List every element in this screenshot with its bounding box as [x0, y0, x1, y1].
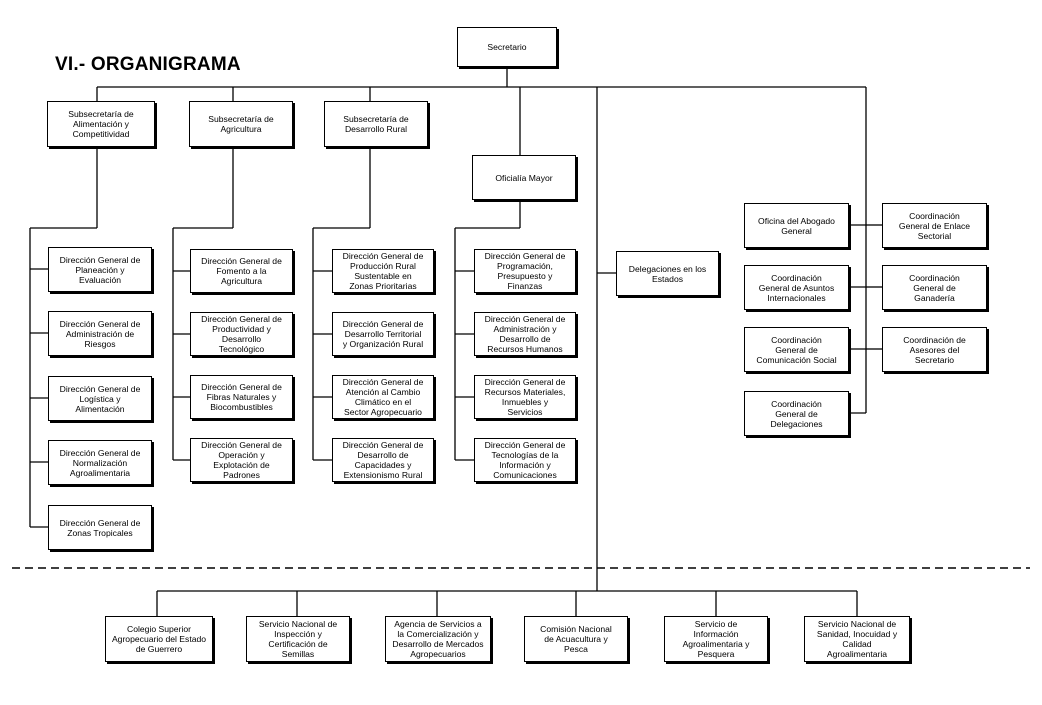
coordinacion-box: Oficina del Abogado General — [744, 203, 849, 248]
direccion-label: Dirección General de Zonas Tropicales — [59, 517, 141, 538]
coordinacion-label: Coordinación General de Comunicación Soc… — [756, 334, 837, 365]
organismo-label: Agencia de Servicios a la Comercializaci… — [392, 619, 484, 659]
direccion-label: Dirección General de Producción Rural Su… — [342, 251, 424, 291]
direccion-label: Dirección General de Administración y De… — [484, 314, 566, 354]
direccion-label: Dirección General de Fomento a la Agricu… — [201, 256, 282, 286]
coordinacion-box: Coordinación de Asesores del Secretario — [882, 327, 987, 372]
coordinacion-label: Coordinación General de Enlace Sectorial — [898, 210, 971, 241]
organismo-label: Colegio Superior Agropecuario del Estado… — [111, 624, 207, 654]
direccion-box: Dirección General de Zonas Tropicales — [48, 505, 152, 550]
direccion-label: Dirección General de Recursos Materiales… — [484, 377, 566, 417]
direccion-box: Dirección General de Tecnologías de la I… — [474, 438, 576, 482]
coordinacion-label: Oficina del Abogado General — [758, 215, 835, 236]
organismo-box: Servicio de Información Agroalimentaria … — [664, 616, 768, 662]
direccion-box: Dirección General de Administración y De… — [474, 312, 576, 356]
organismo-box: Comisión Nacional de Acuacultura y Pesca — [524, 616, 628, 662]
direccion-label: Dirección General de Productividad y Des… — [201, 314, 282, 354]
direccion-label: Dirección General de Planeación y Evalua… — [59, 254, 141, 285]
direccion-box: Dirección General de Desarrollo Territor… — [332, 312, 434, 356]
organismo-box: Servicio Nacional de Inspección y Certif… — [246, 616, 350, 662]
direccion-label: Dirección General de Administración de R… — [59, 318, 141, 349]
coordinacion-box: Coordinación General de Comunicación Soc… — [744, 327, 849, 372]
delegaciones-box: Delegaciones en los Estados — [616, 251, 719, 296]
subsecretaria-alimentacion-label: Subsecretaría de Alimentación y Competit… — [68, 109, 134, 139]
direccion-label: Dirección General de Desarrollo de Capac… — [342, 440, 424, 480]
direccion-label: Dirección General de Programación, Presu… — [484, 251, 566, 291]
subsecretaria-desarrollo-rural-box: Subsecretaría de Desarrollo Rural — [324, 101, 428, 147]
oficialia-mayor-box: Oficialía Mayor — [472, 155, 576, 200]
subsecretaria-alimentacion-box: Subsecretaría de Alimentación y Competit… — [47, 101, 155, 147]
subsecretaria-agricultura-label: Subsecretaría de Agricultura — [208, 114, 274, 134]
oficialia-mayor-label: Oficialía Mayor — [495, 172, 553, 183]
organismo-box: Agencia de Servicios a la Comercializaci… — [385, 616, 491, 662]
subsecretaria-desarrollo-rural-label: Subsecretaría de Desarrollo Rural — [343, 114, 409, 134]
direccion-box: Dirección General de Desarrollo de Capac… — [332, 438, 434, 482]
organismo-box: Colegio Superior Agropecuario del Estado… — [105, 616, 213, 662]
coordinacion-label: Coordinación General de Asuntos Internac… — [758, 272, 835, 303]
secretario-box: Secretario — [457, 27, 557, 67]
direccion-label: Dirección General de Normalización Agroa… — [59, 447, 141, 478]
organismo-label: Servicio Nacional de Inspección y Certif… — [258, 619, 338, 659]
direccion-label: Dirección General de Logística y Aliment… — [59, 383, 141, 414]
direccion-label: Dirección General de Operación y Explota… — [201, 440, 282, 480]
coordinacion-box: Coordinación General de Enlace Sectorial — [882, 203, 987, 248]
coordinacion-box: Coordinación General de Ganadería — [882, 265, 987, 310]
subsecretaria-agricultura-box: Subsecretaría de Agricultura — [189, 101, 293, 147]
page-title: VI.- ORGANIGRAMA — [55, 54, 241, 75]
direccion-box: Dirección General de Normalización Agroa… — [48, 440, 152, 485]
organismo-label: Servicio de Información Agroalimentaria … — [682, 619, 750, 659]
direccion-box: Dirección General de Productividad y Des… — [190, 312, 293, 356]
organismo-label: Servicio Nacional de Sanidad, Inocuidad … — [816, 619, 898, 659]
direccion-label: Dirección General de Atención al Cambio … — [342, 377, 424, 417]
coordinacion-label: Coordinación de Asesores del Secretario — [903, 334, 966, 365]
direccion-box: Dirección General de Logística y Aliment… — [48, 376, 152, 421]
secretario-label: Secretario — [487, 42, 527, 52]
direccion-box: Dirección General de Fomento a la Agricu… — [190, 249, 293, 293]
direccion-box: Dirección General de Fibras Naturales y … — [190, 375, 293, 419]
direccion-box: Dirección General de Planeación y Evalua… — [48, 247, 152, 292]
organismo-box: Servicio Nacional de Sanidad, Inocuidad … — [804, 616, 910, 662]
coordinacion-label: Coordinación General de Delegaciones — [770, 398, 823, 429]
direccion-box: Dirección General de Atención al Cambio … — [332, 375, 434, 419]
organismo-label: Comisión Nacional de Acuacultura y Pesca — [540, 624, 612, 654]
direccion-box: Dirección General de Administración de R… — [48, 311, 152, 356]
coordinacion-box: Coordinación General de Asuntos Internac… — [744, 265, 849, 310]
direccion-label: Dirección General de Tecnologías de la I… — [484, 440, 566, 480]
direccion-box: Dirección General de Programación, Presu… — [474, 249, 576, 293]
delegaciones-label: Delegaciones en los Estados — [628, 263, 707, 284]
direccion-box: Dirección General de Operación y Explota… — [190, 438, 293, 482]
direccion-label: Dirección General de Desarrollo Territor… — [342, 319, 424, 349]
direccion-box: Dirección General de Producción Rural Su… — [332, 249, 434, 293]
coordinacion-label: Coordinación General de Ganadería — [909, 272, 960, 303]
direccion-box: Dirección General de Recursos Materiales… — [474, 375, 576, 419]
direccion-label: Dirección General de Fibras Naturales y … — [201, 382, 282, 412]
coordinacion-box: Coordinación General de Delegaciones — [744, 391, 849, 436]
